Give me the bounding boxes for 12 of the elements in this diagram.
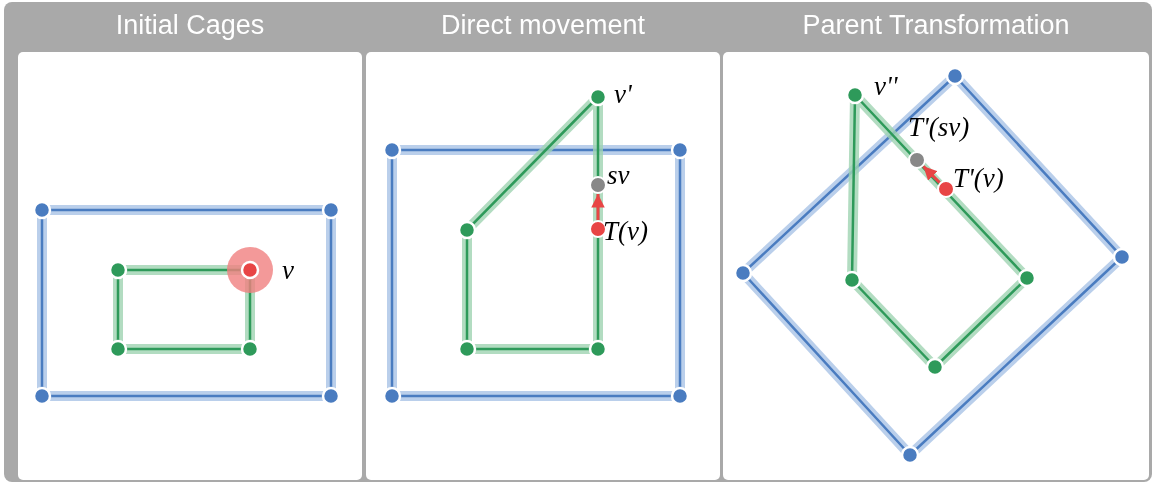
vertex-label: sv <box>607 161 630 189</box>
vertex-label: v'' <box>874 72 898 100</box>
arrow <box>922 165 941 184</box>
panel-heading: Direct movement <box>439 10 647 41</box>
panel-heading: Initial Cages <box>114 10 266 41</box>
vertex-label: T(v) <box>603 217 648 245</box>
panel-heading: Parent Transformation <box>801 10 1071 41</box>
arrow <box>591 194 605 220</box>
vertex-label: T'(sv) <box>908 113 970 141</box>
vertex-label: T'(v) <box>953 164 1004 192</box>
vertex-label: v <box>282 256 294 284</box>
vertex-label: v' <box>614 80 632 108</box>
